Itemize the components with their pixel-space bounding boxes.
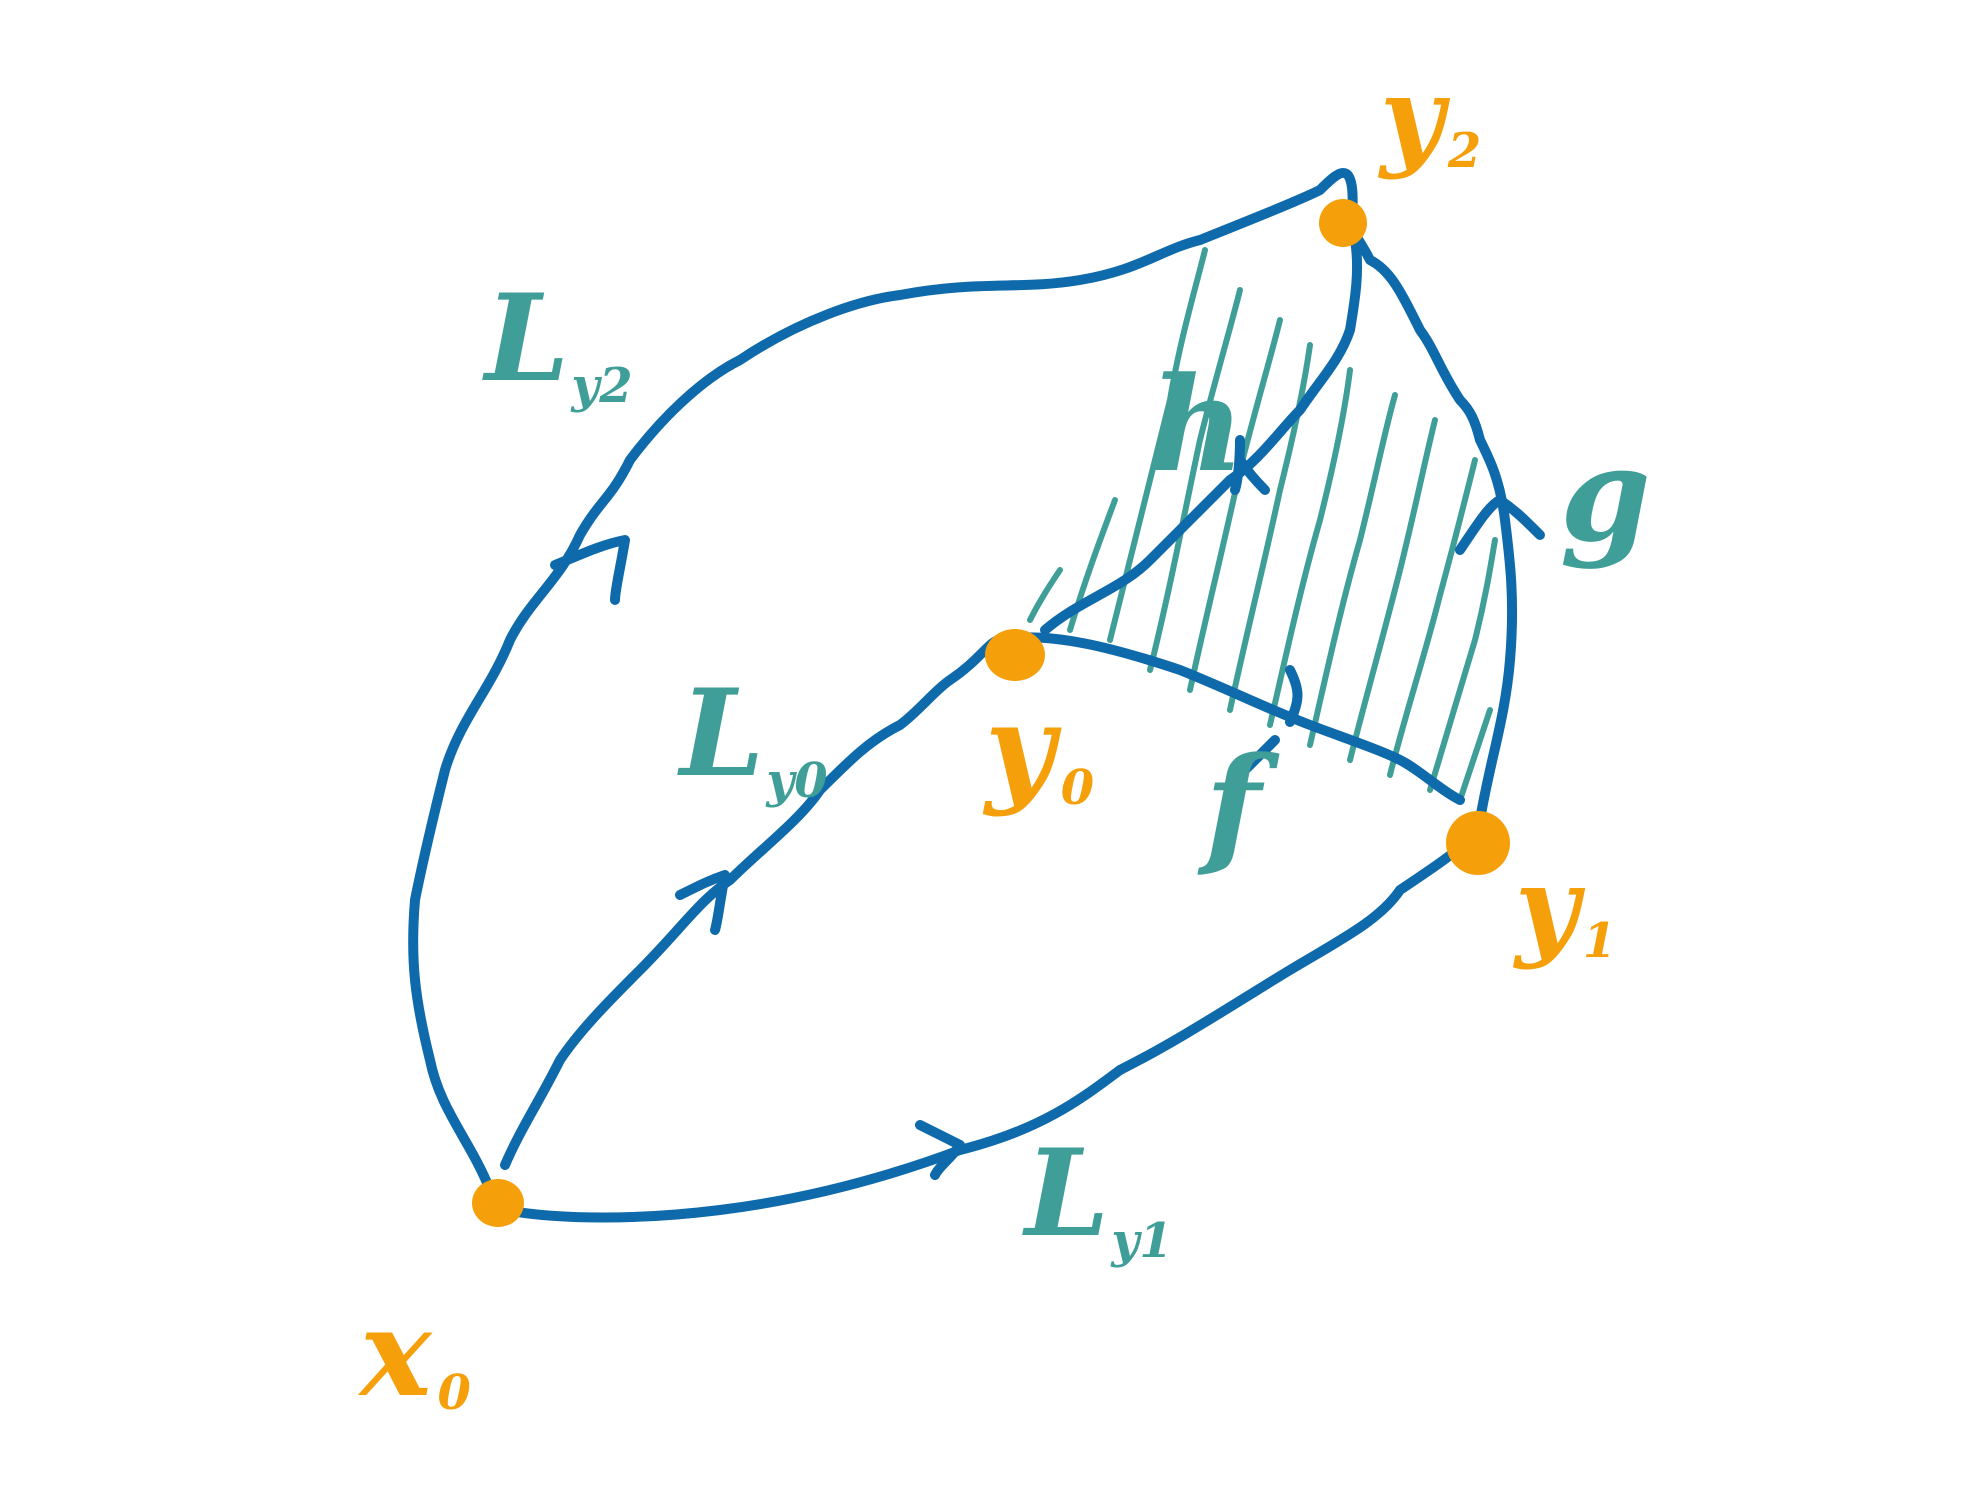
- vertex-x0: [472, 1179, 524, 1227]
- arrowhead-f: [1240, 665, 1303, 775]
- vertex-y0: [985, 629, 1045, 681]
- label-g: g: [1560, 418, 1651, 571]
- label-h: h: [1150, 348, 1245, 501]
- vertex-y2: [1319, 199, 1367, 247]
- arrowhead-h: [1230, 435, 1270, 495]
- edge-L-y0: [500, 635, 1005, 1170]
- vertex-y1: [1446, 811, 1510, 875]
- label-y2: y2: [1377, 52, 1481, 181]
- label-y1: y1: [1512, 842, 1616, 971]
- edge-f: [995, 632, 1465, 805]
- edges: [408, 168, 1518, 1223]
- arrowhead-g: [1455, 495, 1545, 555]
- arrowhead-L-y0: [675, 870, 730, 935]
- edge-L-y2: [408, 168, 1358, 1195]
- vertices: [472, 199, 1510, 1227]
- edge-g: [1345, 215, 1518, 825]
- arrowhead-L-y1: [915, 1120, 965, 1180]
- arrowheads: [550, 435, 1545, 1180]
- edge-L-y1: [500, 825, 1485, 1223]
- label-L-y2: Ly2: [482, 268, 633, 414]
- label-L-y1: Ly1: [1022, 1123, 1173, 1269]
- label-L-y0: Ly0: [677, 663, 828, 809]
- arrowhead-L-y2: [550, 535, 630, 605]
- edge-h: [1040, 235, 1363, 635]
